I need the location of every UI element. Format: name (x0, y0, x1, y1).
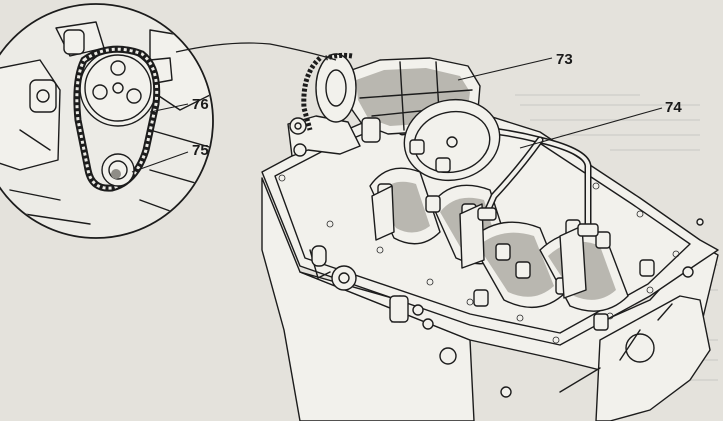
callout-leaders (131, 57, 663, 173)
crank-sprocket (101, 153, 135, 187)
callout-74: 74 (665, 99, 682, 116)
callout-75: 75 (192, 142, 209, 159)
oil-pump (287, 52, 501, 182)
callout-76: 76 (192, 96, 209, 113)
detail-inset (0, 3, 214, 239)
crankshaft (369, 167, 655, 331)
inset-leader (175, 42, 337, 61)
callout-73: 73 (556, 51, 573, 68)
